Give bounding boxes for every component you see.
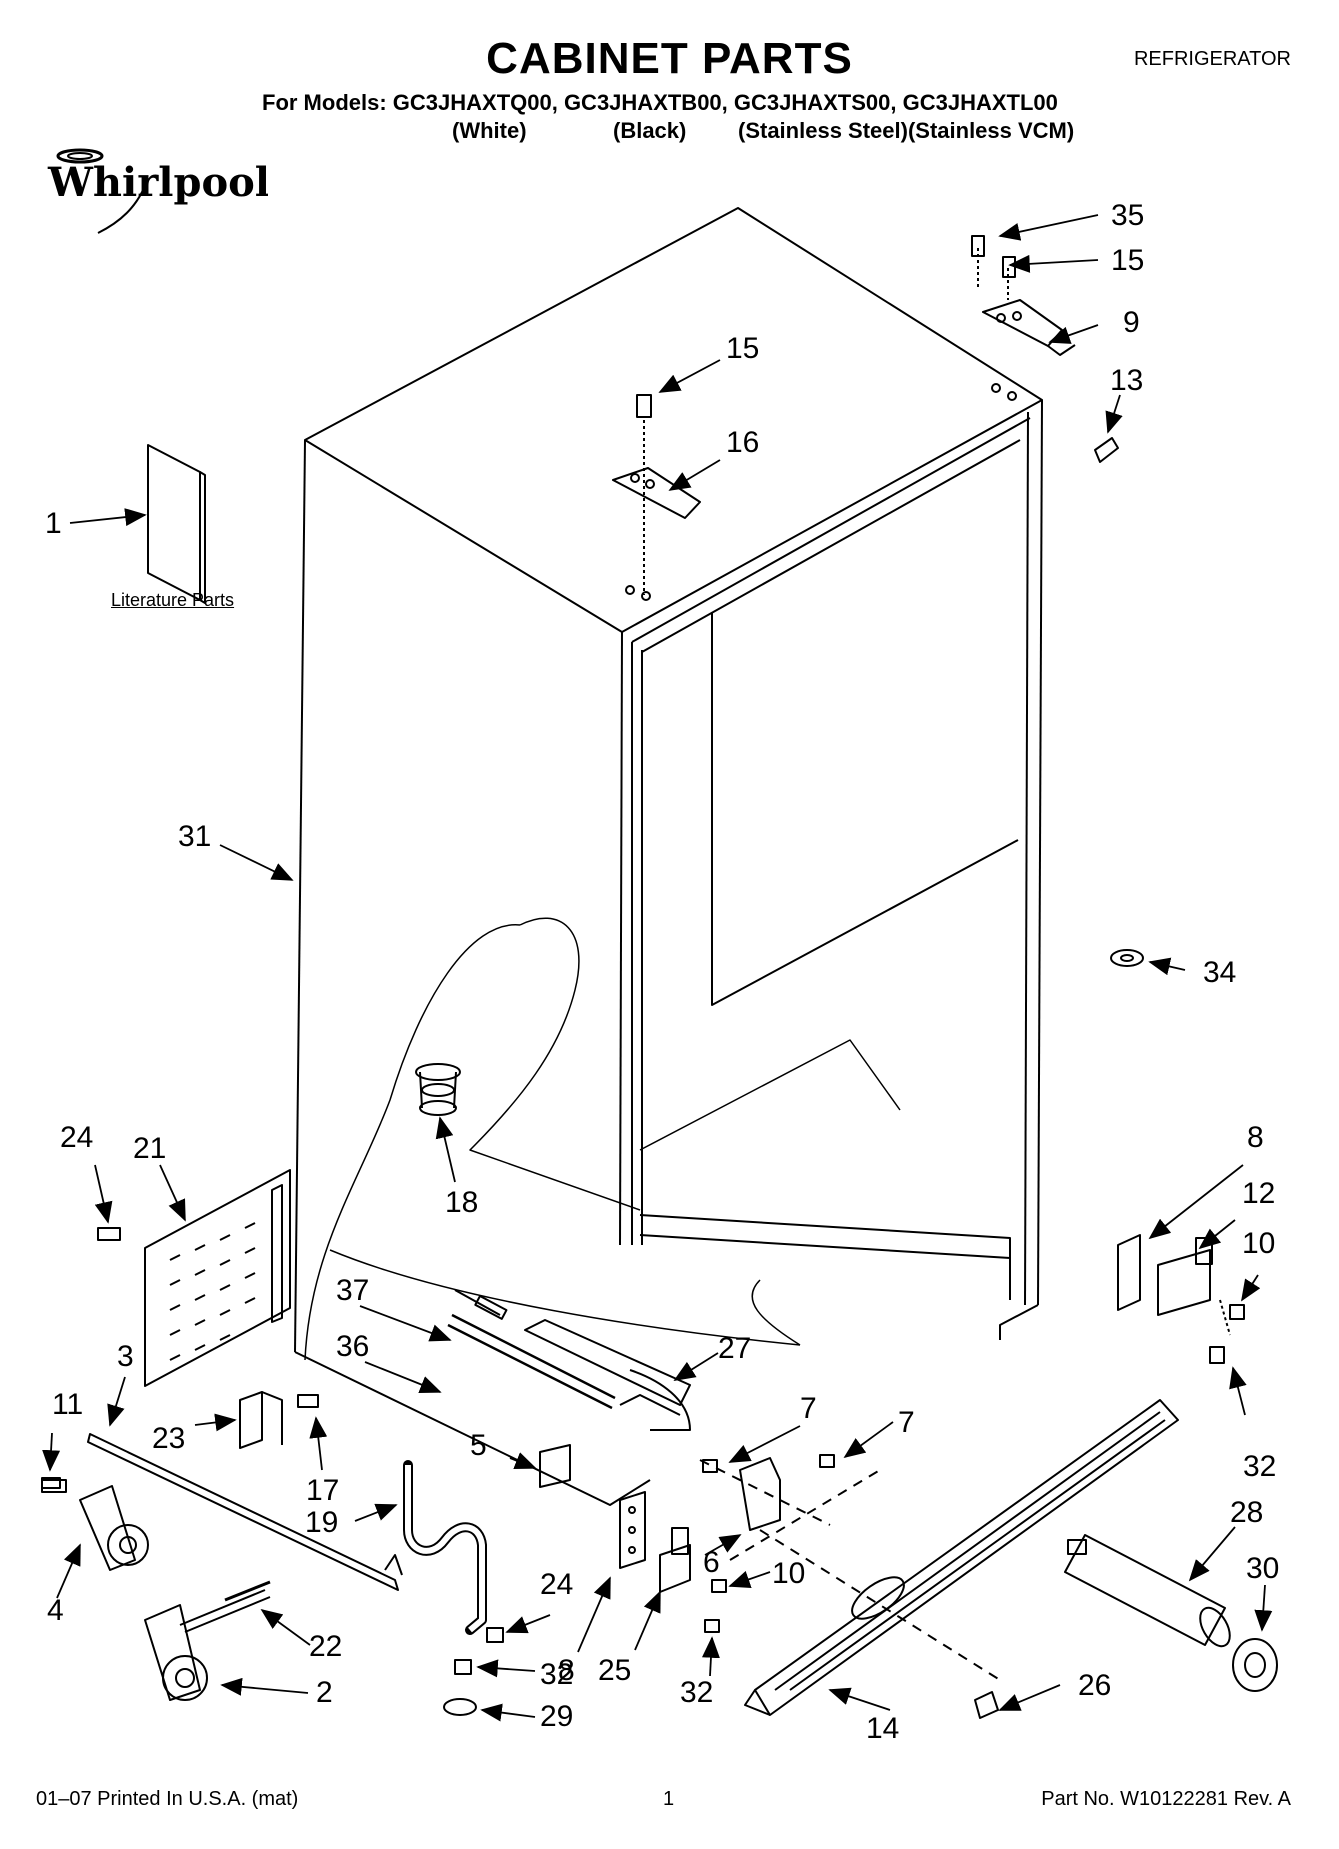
roller-4 [41,1479,149,1571]
callout-35: 35 [1111,199,1144,232]
variant-black: (Black) [613,118,687,143]
callout-30: 30 [1246,1552,1279,1585]
rods-36-37 [447,1289,616,1410]
callout-1: 1 [45,507,62,540]
hinge-25 [659,1527,691,1593]
callout-13: 13 [1110,364,1143,397]
part-5 [539,1444,571,1488]
callout-36: 36 [336,1330,369,1363]
screw-32-bottom [454,1659,472,1675]
callout-22: 22 [309,1630,342,1663]
callout-26: 26 [1078,1669,1111,1702]
literature-booklet [147,444,206,604]
literature-parts-label: Literature Parts [111,590,235,610]
screw-24-bottom [486,1627,504,1643]
toe-grille-14 [744,1399,1179,1716]
svg-text:Whirlpool: Whirlpool [47,159,268,206]
callout-19: 19 [305,1506,338,1539]
page-title: CABINET PARTS [486,34,853,83]
callout-24-top: 24 [60,1121,93,1154]
callout-6: 6 [703,1546,720,1579]
pin-22 [224,1580,271,1602]
callout-2: 2 [316,1676,333,1709]
cabinet-shell [294,207,1043,1506]
screw-10-bottom [711,1579,727,1593]
models-line: For Models: GC3JHAXTQ00, GC3JHAXTB00, GC… [262,90,1058,115]
part-13 [1094,437,1119,463]
callout-37: 37 [336,1274,369,1307]
page-number: 1 [663,1788,675,1810]
callout-17: 17 [306,1474,339,1507]
callout-9: 9 [1123,306,1140,339]
screw-10-right [1229,1304,1245,1320]
callout-25: 25 [598,1654,631,1687]
callout-7-b: 7 [898,1406,915,1439]
screw-24-left [97,1227,121,1241]
print-info: 01–07 Printed In U.S.A. (mat) [36,1788,299,1810]
variant-stainless: (Stainless Steel)(Stainless VCM) [738,118,1075,143]
water-filter-28 [1064,1534,1231,1648]
callout-4: 4 [47,1594,64,1627]
callout-15-right: 15 [1111,244,1144,277]
callout-28: 28 [1230,1496,1263,1529]
top-hinge-right [971,235,1076,401]
callout-31: 31 [178,820,211,853]
screw-32-right [1209,1346,1225,1364]
filter-cap-30 [1232,1638,1278,1692]
callout-10-bottom: 10 [772,1557,805,1590]
rail-3 [87,1433,399,1591]
callout-14: 14 [866,1712,899,1745]
bottom-hinge-right [1117,1234,1231,1336]
callout-29: 29 [540,1700,573,1733]
callout-23: 23 [152,1422,185,1455]
bumper-26 [974,1691,999,1719]
callout-32-right: 32 [1243,1450,1276,1483]
screw-11 [41,1477,61,1489]
callout-3: 3 [117,1340,134,1373]
plug-34 [1110,949,1144,967]
bracket-27 [524,1319,691,1431]
screw-7-a [702,1459,718,1473]
screw-32-mid [704,1619,720,1633]
callout-16: 16 [726,426,759,459]
callout-10-right: 10 [1242,1227,1275,1260]
callout-15-left: 15 [726,332,759,365]
callout-8-left: 8 [558,1654,575,1687]
clip-23 [239,1391,283,1449]
callout-11: 11 [52,1388,83,1421]
callout-27: 27 [718,1332,751,1365]
bracket-6 [739,1457,781,1531]
callout-32-mid: 32 [680,1676,713,1709]
part-number: Part No. W10122281 Rev. A [1041,1788,1291,1810]
callout-7-a: 7 [800,1392,817,1425]
callout-24-bottom: 24 [540,1568,573,1601]
whirlpool-logo: Whirlpool [47,148,268,234]
variant-white: (White) [452,118,527,143]
callout-8-right: 8 [1247,1121,1264,1154]
callout-34: 34 [1203,956,1236,989]
screw-7-b [819,1454,835,1468]
screw-17 [297,1394,319,1408]
callout-arrows [42,214,1273,1722]
top-hinge-left [612,394,701,601]
callout-5: 5 [470,1429,487,1462]
access-panel-21 [144,1169,291,1387]
grommet-18 [415,1063,461,1116]
hinge-8-left [619,1491,646,1569]
callout-21: 21 [133,1132,166,1165]
callout-12: 12 [1242,1177,1275,1210]
callout-18: 18 [445,1186,478,1219]
washer-29 [443,1698,477,1716]
callout-32-bottom: 32 [540,1658,573,1691]
roller-2 [144,1589,271,1701]
category-label: REFRIGERATOR [1133,48,1291,70]
